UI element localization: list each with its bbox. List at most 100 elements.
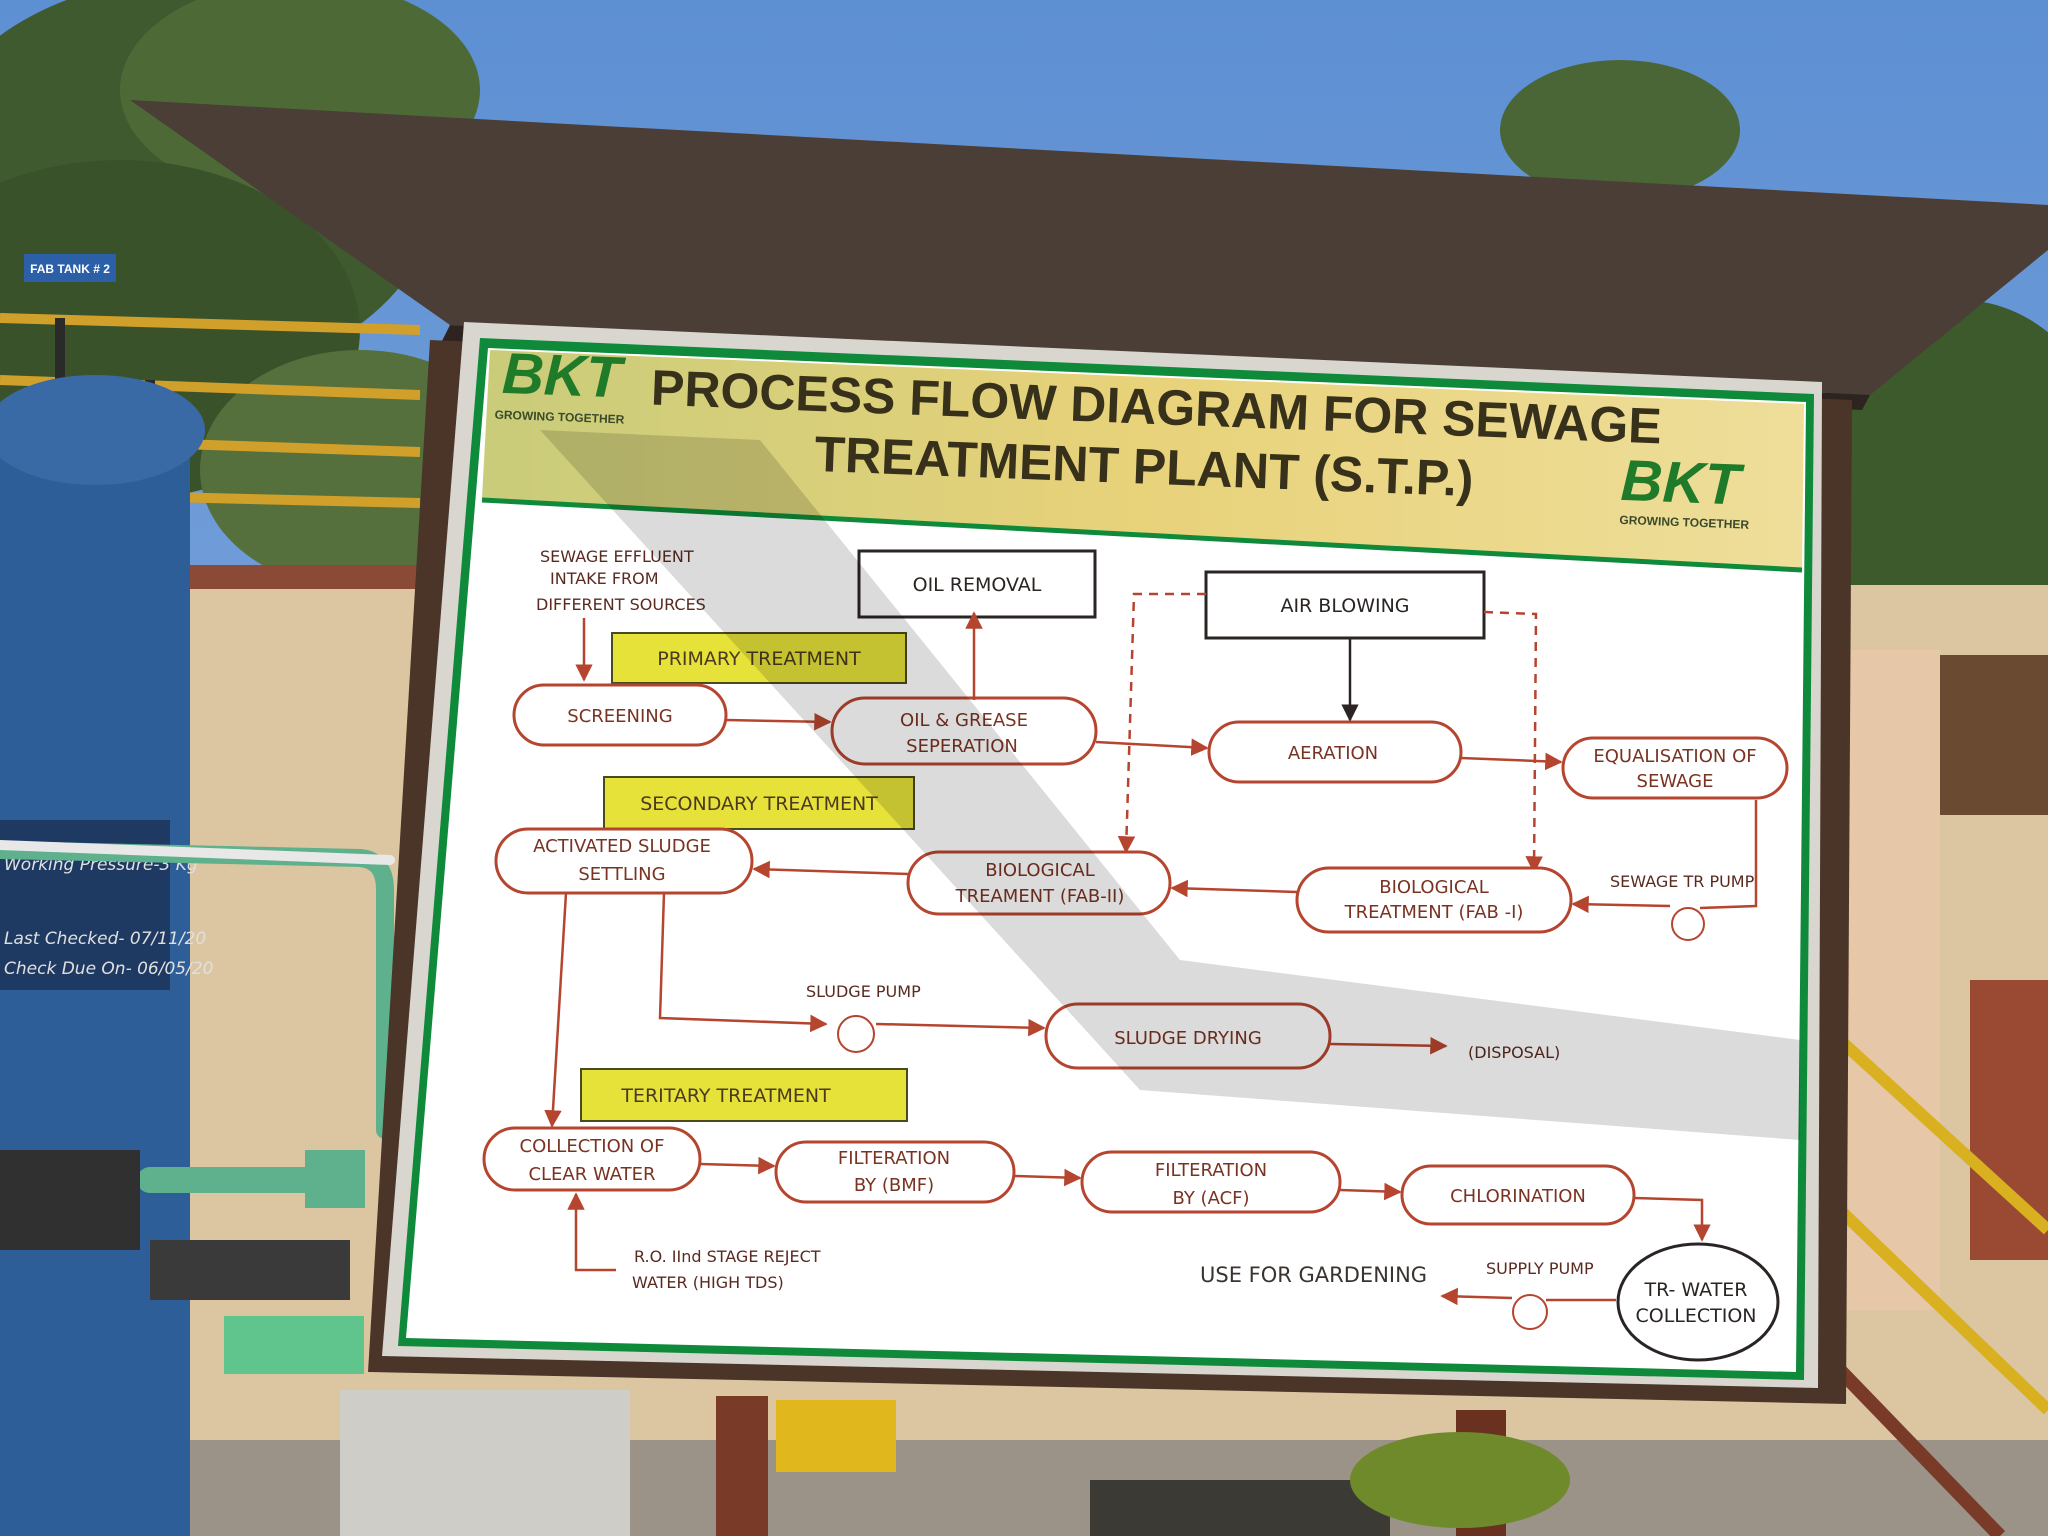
collection-line1: COLLECTION OF [520,1136,665,1157]
filt-bmf-line1: FILTERATION [838,1148,950,1169]
filt-acf-line1: FILTERATION [1155,1160,1267,1181]
disposal-label: (DISPOSAL) [1468,1043,1560,1062]
tank-tag: FAB TANK # 2 [30,262,110,276]
equalisation-node [1561,736,1789,800]
sludge-drying-node [1044,1002,1332,1070]
oil-grease-line1: OIL & GREASE [900,710,1028,731]
equalisation-line1: EQUALISATION OF [1593,746,1756,767]
logo-left: BKT [501,341,627,411]
chlorination-label: CHLORINATION [1450,1186,1586,1207]
collection-line2: CLEAR WATER [528,1164,655,1185]
board-roof [130,100,2048,395]
air-blowing-label: AIR BLOWING [1280,595,1409,617]
potted-plant [1350,1432,1570,1528]
activated-sludge-line1: ACTIVATED SLUDGE [533,836,711,857]
board-leg-left [716,1396,768,1536]
intake-line3: DIFFERENT SOURCES [536,595,706,614]
pipe-valve-box [305,1150,365,1208]
green-base-block [224,1316,364,1374]
logo-left-tagline: GROWING TOGETHER [494,408,625,427]
arrow-settling-collection [544,892,568,1128]
sludge-pump-icon [837,1015,875,1053]
bio-fab2-node [906,850,1172,916]
drain-grate [1090,1480,1390,1536]
activated-sludge-node [494,827,754,895]
equalisation-line2: SEWAGE [1637,771,1714,792]
grating-rack [150,1240,350,1300]
arrow-oil-aeration [1095,738,1209,756]
supply-pump-label: SUPPLY PUMP [1486,1259,1594,1278]
title-band [482,350,1804,568]
filt-bmf-node [774,1140,1016,1204]
tank-sign-line2: Last Checked- 07/11/20 [4,929,206,949]
air-blowing-box [1204,570,1486,640]
arrow-screening-oil [725,712,832,731]
oil-removal-label: OIL REMOVAL [913,574,1042,596]
yellow-box [776,1400,896,1472]
secondary-treatment-label: SECONDARY TREATMENT [640,793,878,815]
use-gardening-label: USE FOR GARDENING [1200,1263,1427,1287]
tr-water-node [1616,1242,1780,1362]
blue-tank [0,375,205,1536]
screening-label: SCREENING [567,706,672,727]
tank-sign-line3: Check Due On- 06/05/20 [4,959,213,979]
arrow-ro-collection [567,1192,616,1272]
supply-pump-icon [1512,1294,1548,1330]
filt-bmf-line2: BY (BMF) [854,1175,934,1196]
aeration-node [1207,720,1463,784]
sewage-tr-pump-icon [1671,907,1705,941]
concrete-plinth [340,1390,630,1536]
board-shadow [540,430,1800,1140]
process-flow-diagram: SEWAGE EFFLUENT INTAKE FROM DIFFERENT SO… [482,547,1789,1362]
teritary-band [580,1068,908,1122]
bio-fab1-line1: BIOLOGICAL [1379,877,1489,898]
tr-water-line1: TR- WATER [1643,1279,1747,1301]
shed-roof [1940,655,2048,815]
arrow-fab1-fab2 [1170,879,1298,898]
arrow-pump-drying [875,1018,1046,1037]
logo-right-tagline: GROWING TOGETHER [1619,513,1750,532]
arrow-drying-disposal [1329,1036,1448,1055]
sludge-drying-label: SLUDGE DRYING [1114,1028,1262,1049]
sludge-pump-label: SLUDGE PUMP [806,982,921,1001]
oil-grease-node [830,696,1098,766]
chlorination-node [1400,1164,1636,1226]
collection-node [482,1126,702,1192]
intake-line1: SEWAGE EFFLUENT [540,547,694,566]
sludge-line [658,892,828,1033]
arrow-bmf-acf [1013,1168,1082,1187]
ro-reject-line2: WATER (HIGH TDS) [632,1273,784,1292]
sewage-tr-pump-label: SEWAGE TR PUMP [1610,872,1755,891]
filt-acf-line2: BY (ACF) [1172,1188,1249,1209]
arrow-acf-chlorination [1339,1182,1402,1201]
teritary-treatment-label: TERITARY TREATMENT [620,1085,831,1107]
logo-right: BKT [1620,448,1746,518]
primary-treatment-label: PRIMARY TREATMENT [657,648,861,670]
intake-line2: INTAKE FROM [550,569,659,588]
equalisation-down-line [1699,800,1758,910]
ground [0,1440,2048,1536]
arrow-aeration-equalisation [1460,752,1563,771]
pillar [1840,650,1940,1310]
tank-tag-plate [24,254,116,282]
bio-fab2-line1: BIOLOGICAL [985,860,1095,881]
oil-grease-line2: SEPERATION [906,736,1018,757]
staircase [1824,1035,2048,1536]
title-divider [481,497,1803,573]
screening-node [512,683,728,747]
bio-fab1-line2: TREATMENT (FAB -I) [1344,902,1524,923]
bio-fab1-node [1295,866,1573,934]
aeration-label: AERATION [1288,743,1378,764]
ro-reject-line1: R.O. IInd STAGE REJECT [634,1247,821,1266]
arrow-fab2-settling [752,860,909,879]
air-dashed-fab2 [1117,592,1206,854]
secondary-band [603,776,915,830]
activated-sludge-line2: SETTLING [578,864,665,885]
filt-acf-node [1080,1150,1342,1214]
arrow-chlorination-trwater [1633,1196,1711,1242]
meter-box [0,1150,140,1250]
wall-coping [170,565,430,589]
tr-water-line2: COLLECTION [1635,1305,1756,1327]
primary-band [611,632,907,684]
